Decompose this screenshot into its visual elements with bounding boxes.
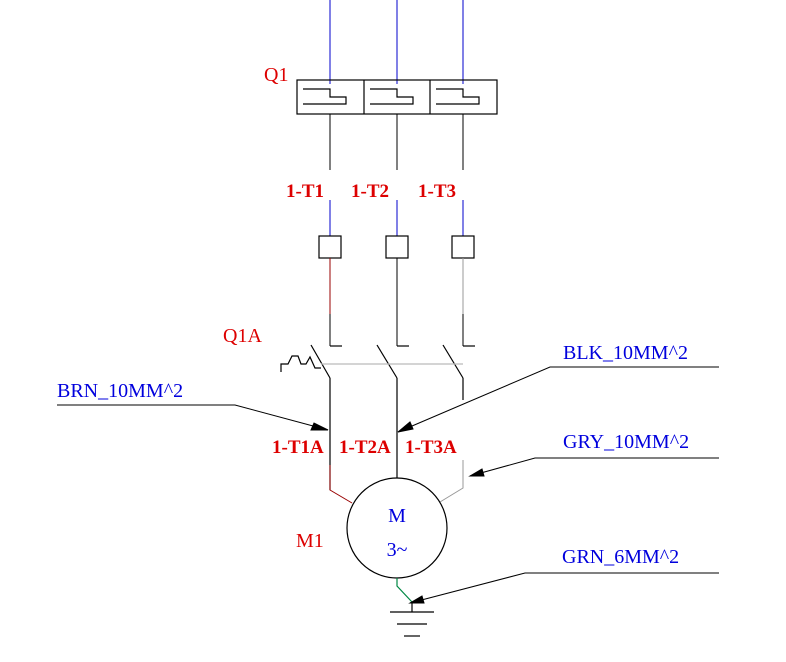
- motor-m1-symbol: [346, 477, 448, 579]
- ground-icon: [390, 602, 434, 637]
- terminal-label-1-t2a: 1-T2A: [339, 437, 391, 458]
- terminal-label-1-t1a: 1-T1A: [272, 437, 324, 458]
- terminal-label-1-t2: 1-T2: [351, 181, 389, 202]
- terminal-label-1-t1: 1-T1: [286, 181, 324, 202]
- contactor-label: Q1A: [223, 325, 262, 347]
- incoming-feed-wires: [329, 0, 464, 84]
- breaker-label: Q1: [264, 64, 288, 86]
- breaker-trip-element-2: [370, 88, 414, 105]
- contactor-feed-wires: [329, 258, 464, 346]
- contactor-operator-symbol: [280, 355, 321, 372]
- contactor-q1a: [280, 344, 475, 490]
- terminal-block-3: [451, 235, 475, 259]
- contactor-blade-1: [310, 344, 331, 379]
- motor-lead-brown: [329, 465, 353, 504]
- cable-callout-brown: [57, 404, 329, 431]
- cable-callout-black: [397, 366, 719, 433]
- motor-lead-grey: [439, 460, 464, 503]
- breaker-output-wires: [329, 114, 464, 236]
- cable-label-black: BLK_10MM^2: [563, 342, 688, 364]
- earth-conductor: [396, 578, 413, 603]
- breaker-trip-element-3: [436, 88, 480, 105]
- cable-label-grey: GRY_10MM^2: [563, 431, 689, 453]
- terminal-label-1-t3: 1-T3: [418, 181, 456, 202]
- breaker-trip-element-1: [303, 88, 347, 105]
- cable-label-green: GRN_6MM^2: [562, 546, 679, 568]
- cable-label-brown: BRN_10MM^2: [57, 380, 183, 402]
- cable-callout-grey: [468, 457, 719, 477]
- terminal-block-2: [385, 235, 409, 259]
- motor-phase-label: 3~: [387, 539, 408, 561]
- cable-callout-green: [408, 572, 719, 604]
- terminal-label-1-t3a: 1-T3A: [405, 437, 457, 458]
- breaker-q1: [296, 79, 498, 115]
- contactor-blade-3: [442, 344, 464, 379]
- terminal-blocks: [318, 235, 475, 259]
- terminal-block-1: [318, 235, 342, 259]
- contactor-blade-2: [376, 344, 398, 379]
- motor-type-label: M: [388, 505, 406, 527]
- motor-leads: [329, 460, 464, 504]
- motor-label: M1: [296, 530, 324, 552]
